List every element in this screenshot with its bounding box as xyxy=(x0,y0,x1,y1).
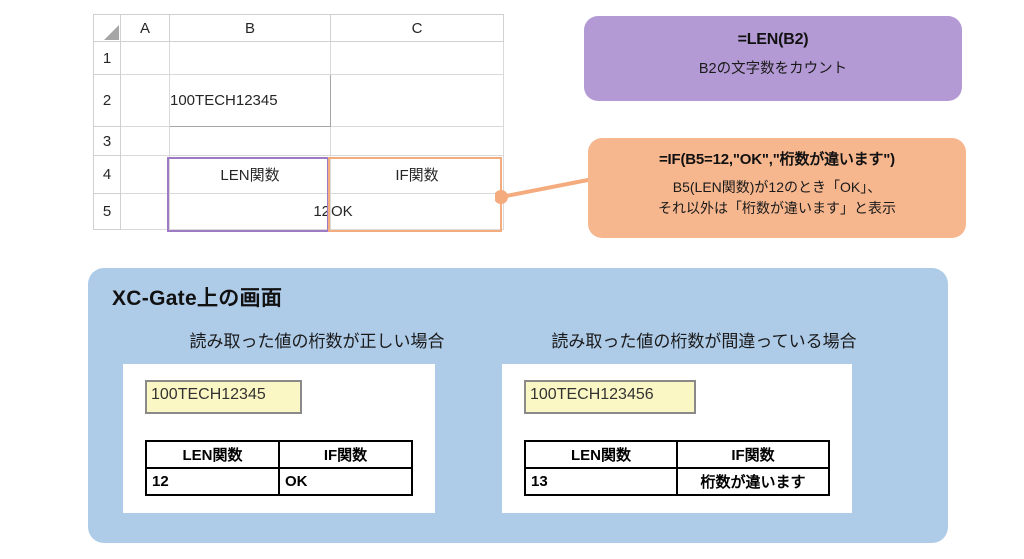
cell-c2[interactable] xyxy=(330,74,504,127)
table-row: 2 100TECH12345 xyxy=(93,74,504,127)
table-row: 5 12 OK xyxy=(93,193,504,230)
row-header-3[interactable]: 3 xyxy=(93,126,121,156)
scanned-value-field[interactable]: 100TECH12345 xyxy=(145,380,302,414)
cell-a2[interactable] xyxy=(120,74,170,127)
result-table: LEN関数 IF関数 13 桁数が違います xyxy=(524,440,830,496)
cell-c1[interactable] xyxy=(330,41,504,75)
select-all-triangle-icon xyxy=(104,25,119,40)
cell-a3[interactable] xyxy=(120,126,170,156)
cell-b3[interactable] xyxy=(169,126,331,156)
result-value-if: OK xyxy=(278,467,413,496)
callout-len-formula: =LEN(B2) B2の文字数をカウント xyxy=(584,16,962,101)
column-header-c[interactable]: C xyxy=(330,14,504,42)
table-header-row: LEN関数 IF関数 xyxy=(524,440,830,469)
result-header-len: LEN関数 xyxy=(145,440,280,469)
callout-if-description: B5(LEN関数)が12のとき「OK」、 それ以外は「桁数が違います」と表示 xyxy=(588,177,966,219)
callout-if-formula: =IF(B5=12,"OK","桁数が違います") B5(LEN関数)が12のと… xyxy=(588,138,966,238)
table-row: 1 xyxy=(93,41,504,75)
result-header-if: IF関数 xyxy=(278,440,413,469)
result-table: LEN関数 IF関数 12 OK xyxy=(145,440,413,496)
cell-c5[interactable]: OK xyxy=(330,193,504,230)
xc-gate-panel: XC-Gate上の画面 読み取った値の桁数が正しい場合 100TECH12345… xyxy=(88,268,948,543)
result-header-len: LEN関数 xyxy=(524,440,678,469)
xc-gate-screen-card: 100TECH123456 LEN関数 IF関数 13 桁数が違います xyxy=(502,364,852,513)
callout-if-title: =IF(B5=12,"OK","桁数が違います") xyxy=(659,151,895,168)
cell-c3[interactable] xyxy=(330,126,504,156)
callout-len-description: B2の文字数をカウント xyxy=(698,61,848,77)
cell-b2[interactable]: 100TECH12345 xyxy=(169,74,331,127)
cell-a5[interactable] xyxy=(120,193,170,230)
row-header-5[interactable]: 5 xyxy=(93,193,121,230)
column-header-row: A B C xyxy=(93,14,504,42)
result-header-if: IF関数 xyxy=(676,440,830,469)
table-row: 12 OK xyxy=(145,467,413,496)
select-all-corner[interactable] xyxy=(93,14,121,42)
case-wrong-digits: 読み取った値の桁数が間違っている場合 100TECH123456 LEN関数 I… xyxy=(492,330,912,513)
spreadsheet-grid[interactable]: A B C 1 2 100TECH12345 3 4 LEN関数 IF関数 xyxy=(93,14,504,232)
table-row: 13 桁数が違います xyxy=(524,467,830,496)
table-row: 4 LEN関数 IF関数 xyxy=(93,155,504,194)
callout-connector-line xyxy=(495,177,594,204)
cell-b4[interactable]: LEN関数 xyxy=(169,155,331,194)
cell-b1[interactable] xyxy=(169,41,331,75)
table-header-row: LEN関数 IF関数 xyxy=(145,440,413,469)
cell-a4[interactable] xyxy=(120,155,170,194)
callout-if-description-line1: B5(LEN関数)が12のとき「OK」、 xyxy=(672,179,882,195)
row-header-2[interactable]: 2 xyxy=(93,74,121,127)
column-header-b[interactable]: B xyxy=(169,14,331,42)
cell-b5[interactable]: 12 xyxy=(169,193,331,230)
xc-gate-screen-card: 100TECH12345 LEN関数 IF関数 12 OK xyxy=(123,364,435,513)
callout-if-description-line2: それ以外は「桁数が違います」と表示 xyxy=(658,200,896,216)
column-header-a[interactable]: A xyxy=(120,14,170,42)
row-header-4[interactable]: 4 xyxy=(93,155,121,194)
spreadsheet-table: A B C 1 2 100TECH12345 3 4 LEN関数 IF関数 xyxy=(93,14,504,230)
panel-title: XC-Gate上の画面 xyxy=(112,287,283,310)
callout-len-title: =LEN(B2) xyxy=(737,31,809,48)
cell-c4[interactable]: IF関数 xyxy=(330,155,504,194)
result-value-if: 桁数が違います xyxy=(676,467,830,496)
scanned-value-field[interactable]: 100TECH123456 xyxy=(524,380,696,414)
case-correct-digits: 読み取った値の桁数が正しい場合 100TECH12345 LEN関数 IF関数 … xyxy=(120,330,500,513)
row-header-1[interactable]: 1 xyxy=(93,41,121,75)
table-row: 3 xyxy=(93,126,504,156)
case-label: 読み取った値の桁数が間違っている場合 xyxy=(551,332,857,351)
case-label: 読み取った値の桁数が正しい場合 xyxy=(189,332,445,351)
result-value-len: 12 xyxy=(145,467,280,496)
cell-a1[interactable] xyxy=(120,41,170,75)
result-value-len: 13 xyxy=(524,467,678,496)
